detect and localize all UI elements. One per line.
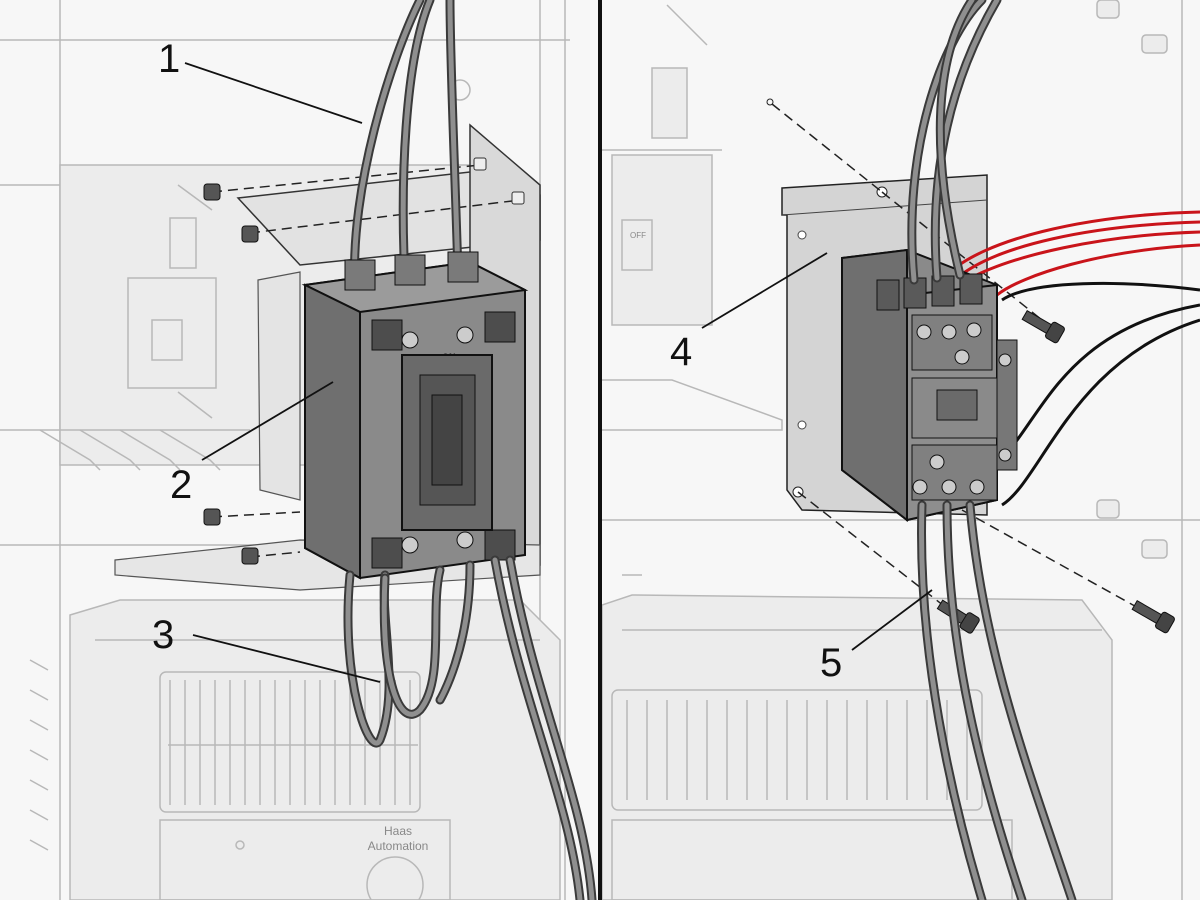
screw-icon (941, 324, 957, 340)
callout-3: 3 (152, 613, 381, 683)
left-illustration: Haas Automation (0, 0, 597, 900)
left-panel: Haas Automation (0, 0, 598, 900)
circuit-breaker: ON (301, 251, 529, 580)
screw-icon (1131, 599, 1175, 634)
drive-unit (602, 594, 1113, 900)
screw-icon (954, 349, 970, 365)
vent-grille (626, 700, 968, 800)
callout-2: 2 (170, 381, 334, 507)
output-wires (343, 555, 597, 900)
callout-4-label: 4 (670, 330, 692, 374)
screw-icon (929, 454, 945, 470)
callout-1: 1 (158, 37, 363, 124)
brand-line2: Automation (368, 839, 429, 853)
screw-icon (401, 331, 419, 349)
nut-icon (203, 183, 221, 201)
screw-icon (966, 322, 982, 338)
screw-icon (1021, 309, 1065, 344)
connector-block (651, 67, 688, 139)
mounting-nuts (203, 157, 525, 565)
switch-off-label: OFF (630, 231, 646, 240)
power-wires (907, 0, 1077, 900)
screw-icon (912, 479, 928, 495)
screw-icon (916, 324, 932, 340)
input-wires (350, 0, 463, 290)
right-panel: OFF (602, 0, 1200, 900)
callout-4: 4 (670, 252, 828, 374)
screw-icon (456, 531, 474, 549)
haas-logo-icon (366, 856, 424, 900)
drive-unit: Haas Automation (29, 599, 561, 900)
cabinet-background: OFF (602, 0, 1200, 900)
disconnect-box (611, 154, 713, 326)
nut-icon (241, 225, 259, 243)
control-wires (945, 210, 1200, 507)
mounting-screws (936, 309, 1175, 634)
right-illustration: OFF (602, 0, 1200, 900)
heatsink-slots (39, 429, 221, 471)
screw-icon (456, 326, 474, 344)
screw-icon (941, 479, 957, 495)
brand-line1: Haas (384, 824, 412, 838)
contactor (841, 248, 1018, 523)
screw-icon (401, 536, 419, 554)
connector-block (169, 217, 197, 269)
screw-icon (969, 479, 985, 495)
disconnect-box (127, 277, 217, 389)
nut-icon (203, 508, 221, 526)
callout-5: 5 (820, 589, 933, 685)
nut-icon (241, 547, 259, 565)
callout-3-label: 3 (152, 613, 174, 657)
callout-5-label: 5 (820, 641, 842, 685)
callout-1-label: 1 (158, 37, 180, 81)
panel-divider (598, 0, 602, 900)
callout-2-label: 2 (170, 463, 192, 507)
